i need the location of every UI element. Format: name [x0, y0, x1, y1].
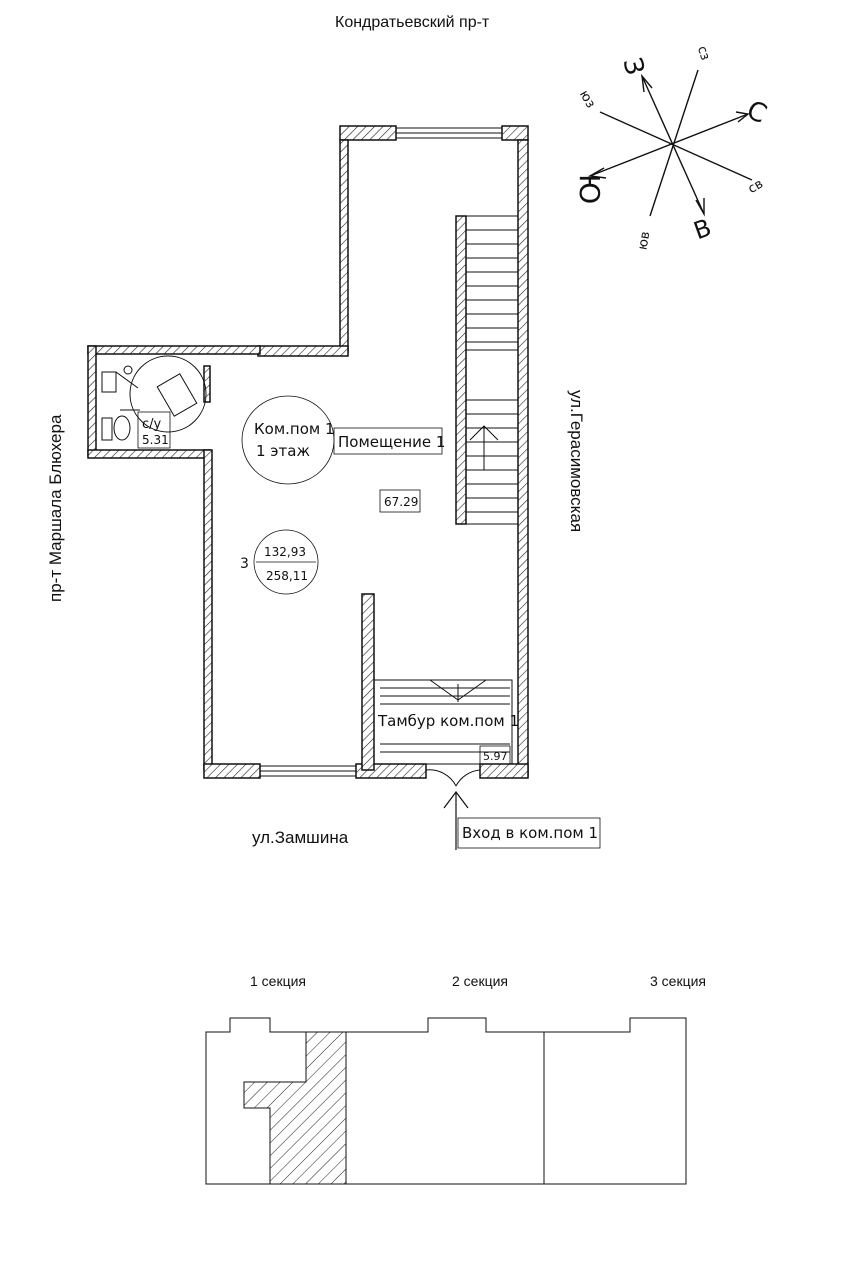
- section-3-label: 3 секция: [650, 973, 706, 989]
- summary-circle: [253, 529, 319, 595]
- entrance-label-box: [457, 817, 601, 849]
- floor-tag: 1 этаж: [256, 442, 310, 460]
- compass-southeast: св: [746, 177, 766, 197]
- section-2-label: 2 секция: [452, 973, 508, 989]
- section-1-highlight: [243, 1031, 347, 1185]
- street-south-label: ул.Замшина: [252, 828, 349, 847]
- summary-area-bottom: 258,11: [266, 569, 308, 583]
- wc-fixtures: [101, 355, 207, 441]
- compass-south: Ю: [573, 174, 606, 204]
- staircase: [465, 215, 519, 525]
- compass-southwest: юв: [635, 230, 653, 251]
- main-label-box: [333, 427, 443, 455]
- entrance-arrow: [443, 791, 469, 850]
- vestibule: [373, 679, 513, 787]
- main-area-box: [379, 489, 421, 513]
- main-room-area: 67.29: [384, 495, 418, 509]
- wc-label-box: [137, 411, 171, 449]
- compass-west: З: [616, 55, 649, 79]
- wc-area: 5.31: [142, 433, 169, 447]
- summary-index: 3: [240, 556, 249, 572]
- main-room-label: Помещение 1: [338, 433, 445, 451]
- vestibule-area: 5.97: [483, 750, 508, 763]
- entrance-label: Вход в ком.пом 1: [462, 824, 598, 842]
- premise-tag: Ком.пом 1: [254, 420, 335, 438]
- vestibule-area-box: [479, 745, 511, 765]
- compass-northeast: сз: [694, 44, 713, 62]
- wc-label: с/у: [142, 417, 162, 432]
- vestibule-label: Тамбур ком.пом 1: [377, 712, 519, 730]
- section-1-label: 1 секция: [250, 973, 306, 989]
- summary-area-top: 132,93: [264, 545, 306, 559]
- street-north-label: Кондратьевский пр-т: [335, 14, 490, 31]
